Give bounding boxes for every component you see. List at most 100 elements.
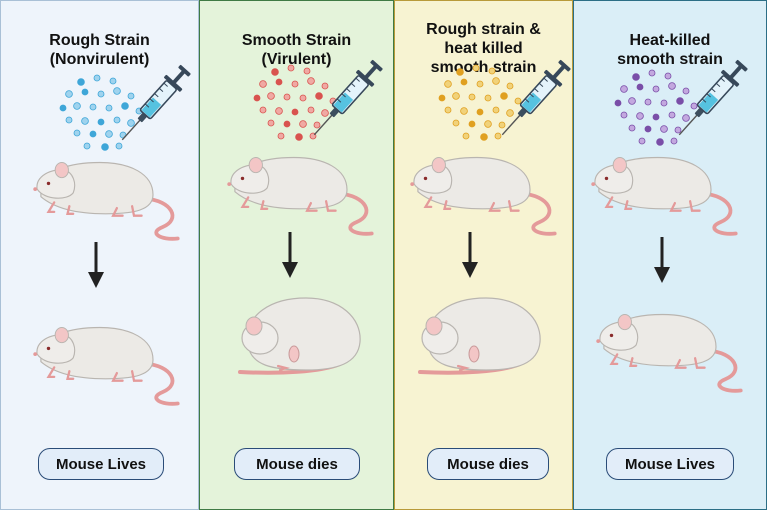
mouse-nose	[410, 182, 415, 186]
bacterium	[444, 80, 452, 88]
mouse-eye	[240, 176, 245, 181]
bacterium	[492, 106, 500, 114]
mouse-hind-leg	[111, 206, 124, 217]
bacteria-dots-icon	[253, 64, 337, 141]
mouse-icon	[227, 156, 374, 236]
bacterium	[514, 97, 522, 105]
bacterium	[652, 113, 660, 121]
mouse-icon	[591, 156, 738, 236]
syringe-needle	[501, 113, 522, 136]
bacterium	[291, 80, 299, 88]
bacterium	[101, 143, 109, 151]
bacterium	[460, 78, 468, 86]
mouse-icon	[596, 313, 743, 393]
syringe-liquid	[141, 97, 162, 118]
bacterium	[59, 104, 67, 112]
mouse-hind-leg	[688, 200, 701, 212]
mouse-tail	[706, 348, 743, 393]
bacterium	[93, 74, 101, 82]
bacterium	[73, 102, 81, 110]
bacterium	[438, 94, 446, 102]
syringe-tick	[350, 82, 356, 88]
mouse-front-leg	[260, 200, 269, 210]
bacterium	[660, 125, 668, 133]
syringe-tick	[534, 88, 539, 93]
mouse-tail	[143, 196, 180, 241]
title-line: (Nonvirulent)	[49, 51, 150, 68]
bacterium	[275, 107, 283, 115]
mouse-front-leg	[443, 200, 452, 210]
bacterium	[682, 87, 690, 95]
syringe-icon	[121, 64, 191, 141]
mouse-tail	[337, 191, 374, 236]
bacterium	[259, 106, 267, 114]
bacterium	[636, 83, 644, 91]
syringe-tick	[341, 93, 346, 98]
bacterium	[620, 111, 628, 119]
syringe-tick	[144, 103, 150, 108]
bacterium	[476, 108, 484, 116]
bacterium	[462, 132, 470, 140]
syringe-needle	[121, 118, 142, 141]
bacterium	[121, 102, 129, 110]
bacterium	[113, 87, 121, 95]
outcome-badge: Mouse dies	[234, 448, 360, 480]
syringe-tick	[346, 88, 351, 93]
mouse-ear	[245, 316, 263, 336]
syringe-tick	[538, 82, 544, 88]
syringe-liquid	[333, 92, 354, 113]
arrow-head	[654, 267, 670, 283]
bacterium	[277, 132, 285, 140]
panel-title: Heat-killed smooth strain	[574, 31, 766, 69]
mouse-front-leg	[423, 196, 433, 209]
syringe-tick	[701, 98, 707, 103]
mouse-hind-leg	[324, 200, 337, 212]
bacterium	[65, 90, 73, 98]
outcome-badge: Mouse Lives	[606, 448, 734, 480]
bacterium	[484, 120, 492, 128]
mouse-nose	[227, 182, 232, 186]
syringe-tick	[163, 82, 168, 87]
bacterium	[291, 108, 299, 116]
syringe-thumb	[178, 64, 191, 77]
bacterium	[506, 82, 514, 90]
title-line: heat killed	[444, 40, 523, 57]
down-arrow-icon	[654, 237, 670, 283]
bacterium	[275, 78, 283, 86]
mouse-ear	[612, 157, 627, 174]
bacterium	[105, 130, 113, 138]
mouse-eye	[46, 346, 51, 351]
bacterium	[253, 94, 261, 102]
syringe-icon	[678, 59, 748, 136]
title-line: Smooth Strain	[241, 32, 352, 49]
bacterium	[500, 92, 508, 100]
bacterium	[444, 106, 452, 114]
mouse-front-leg	[609, 353, 619, 366]
mouse-icon	[33, 326, 180, 406]
syringe-flange	[721, 69, 740, 87]
bacterium	[632, 73, 640, 81]
bacterium	[115, 142, 123, 150]
bacterium	[648, 69, 656, 77]
bacterium	[488, 67, 496, 75]
syringe-thumb	[558, 59, 571, 72]
bacterium	[492, 77, 500, 85]
bacterium	[65, 116, 73, 124]
mouse-ear	[617, 314, 632, 331]
dead-mouse-icon	[238, 297, 361, 375]
bacterium	[460, 107, 468, 115]
bacterium	[636, 112, 644, 120]
bacterium	[628, 124, 636, 132]
bacterium	[456, 68, 464, 76]
mouse-hind-leg	[488, 201, 501, 212]
syringe-tick	[158, 87, 164, 93]
bacterium	[97, 90, 105, 98]
panel-smooth-strain: Smooth Strain (Virulent) Mouse dies	[199, 0, 394, 510]
arrow-head	[462, 262, 478, 278]
bacterium	[472, 64, 480, 72]
mouse-ear	[425, 316, 443, 336]
arrow-head	[282, 262, 298, 278]
bacterium	[109, 77, 117, 85]
mouse-eye	[423, 176, 428, 181]
bacterium	[113, 116, 121, 124]
